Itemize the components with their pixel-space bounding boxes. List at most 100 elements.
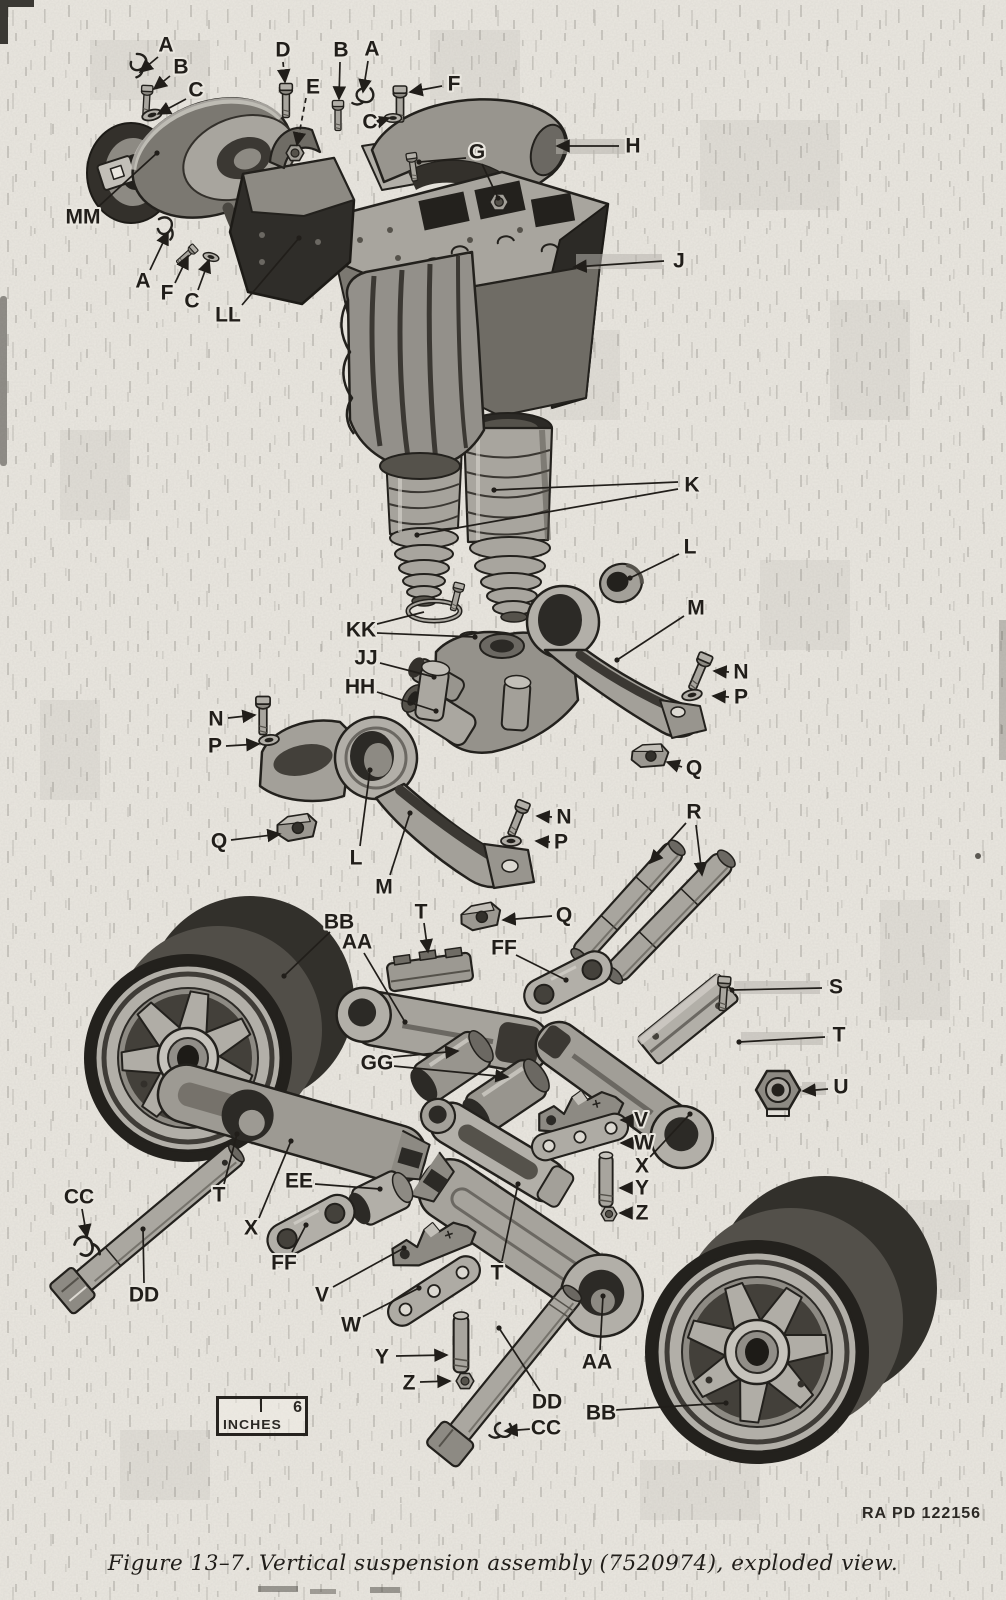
leader-line bbox=[197, 258, 211, 291]
leader-line bbox=[223, 1133, 238, 1185]
callout-n-23: N bbox=[712, 659, 751, 686]
leader-line bbox=[359, 769, 371, 847]
callout-label-dd-59: DD bbox=[532, 1391, 562, 1414]
turnbuckle-link bbox=[419, 1097, 575, 1208]
callout-g-9: G bbox=[416, 139, 501, 201]
callout-label-d-3: D bbox=[275, 39, 290, 62]
leader-line bbox=[419, 922, 433, 954]
leader-dot bbox=[414, 532, 420, 538]
leader-line bbox=[142, 1228, 145, 1284]
callout-jj-21: JJ bbox=[352, 645, 437, 680]
callout-f-7: F bbox=[408, 71, 463, 98]
callout-q-33: Q bbox=[501, 902, 574, 929]
scale-ruler: INCHES 6 bbox=[216, 1396, 308, 1436]
callout-l-18: L bbox=[627, 534, 699, 581]
callout-label-t-58: T bbox=[491, 1262, 504, 1285]
callout-aa-39: AA bbox=[340, 929, 408, 1025]
leader-line bbox=[276, 61, 291, 84]
leader-dot bbox=[687, 1111, 693, 1117]
callout-t-49: T bbox=[211, 1131, 240, 1209]
leader-dot bbox=[563, 977, 569, 983]
scale-tick bbox=[260, 1399, 263, 1412]
leader-dot bbox=[416, 159, 422, 165]
leader-line bbox=[408, 82, 443, 97]
callout-label-w-55: W bbox=[341, 1314, 361, 1337]
leader-dot bbox=[288, 1138, 294, 1144]
callout-m-29: M bbox=[373, 810, 413, 901]
callout-mm-11: MM bbox=[64, 150, 160, 231]
callout-a-12: A bbox=[133, 230, 169, 295]
callout-label-bb-38: BB bbox=[324, 911, 354, 934]
callout-label-a-0: A bbox=[158, 34, 173, 57]
leader-line bbox=[649, 1113, 691, 1158]
callout-s-35: S bbox=[729, 974, 845, 1001]
leader-line bbox=[389, 812, 411, 876]
callout-label-ff-41: FF bbox=[491, 937, 517, 960]
callout-label-t-49: T bbox=[213, 1184, 226, 1207]
callout-e-4: E bbox=[292, 74, 322, 147]
skid-plate bbox=[636, 973, 739, 1065]
leader-line bbox=[138, 56, 159, 74]
callout-bb-62: BB bbox=[584, 1400, 729, 1427]
callout-z-47: Z bbox=[618, 1200, 651, 1227]
callout-y-46: Y bbox=[618, 1175, 651, 1202]
leader-dot bbox=[402, 1019, 408, 1025]
leader-line bbox=[156, 98, 187, 115]
callout-v-43: V bbox=[619, 1107, 650, 1134]
callout-p-31: P bbox=[534, 829, 570, 856]
callout-v-54: V bbox=[313, 1245, 407, 1309]
leader-line bbox=[392, 1065, 510, 1083]
leader-line bbox=[731, 987, 823, 991]
callout-label-f-13: F bbox=[161, 282, 174, 305]
leader-line bbox=[283, 931, 331, 977]
leader-line bbox=[149, 230, 169, 271]
leader-dot bbox=[729, 987, 735, 993]
arm-top-bracket bbox=[386, 946, 474, 993]
callout-label-aa-61: AA bbox=[582, 1351, 612, 1374]
callout-label-b-1: B bbox=[173, 56, 188, 79]
leader-dot bbox=[367, 767, 373, 773]
leader-line bbox=[361, 1287, 420, 1318]
leader-line bbox=[493, 481, 679, 491]
leader-line bbox=[648, 822, 687, 865]
leader-line bbox=[97, 152, 158, 208]
callout-a-0: A bbox=[138, 32, 176, 74]
callout-label-ee-51: EE bbox=[285, 1170, 313, 1193]
leader-line bbox=[616, 615, 685, 661]
callout-label-q-33: Q bbox=[556, 904, 572, 927]
link-pin-upper bbox=[598, 1151, 614, 1208]
callout-label-c-14: C bbox=[184, 290, 199, 313]
callout-cc-48: CC bbox=[62, 1184, 96, 1239]
pin-nut-lower bbox=[455, 1372, 475, 1390]
callout-label-t-40: T bbox=[415, 901, 428, 924]
callout-q-27: Q bbox=[209, 828, 282, 855]
callout-label-p-31: P bbox=[554, 831, 568, 854]
callout-z-57: Z bbox=[401, 1370, 452, 1397]
callout-label-y-56: Y bbox=[375, 1346, 389, 1369]
leader-line bbox=[174, 254, 189, 284]
callout-label-c-2: C bbox=[188, 79, 203, 102]
callout-label-m-29: M bbox=[375, 876, 393, 899]
leader-line bbox=[498, 1327, 541, 1392]
leader-line bbox=[503, 1423, 532, 1437]
leader-dot bbox=[154, 150, 160, 156]
anchor-nut bbox=[754, 1069, 802, 1117]
wheel-axle-bottom bbox=[426, 1284, 583, 1468]
callout-label-m-19: M bbox=[687, 597, 705, 620]
callout-p-26: P bbox=[206, 733, 261, 760]
callout-label-ff-52: FF bbox=[271, 1252, 297, 1275]
leader-line bbox=[376, 611, 425, 625]
callout-label-l-28: L bbox=[350, 847, 363, 870]
callout-label-ll-15: LL bbox=[215, 304, 241, 327]
callout-label-mm-11: MM bbox=[66, 206, 101, 229]
callout-label-z-57: Z bbox=[403, 1372, 416, 1395]
callout-label-f-7: F bbox=[448, 73, 461, 96]
scale-label: INCHES bbox=[223, 1416, 282, 1432]
leader-dot bbox=[281, 973, 287, 979]
callout-label-y-46: Y bbox=[635, 1177, 649, 1200]
right-bogie-wheel bbox=[645, 1176, 937, 1464]
leader-line bbox=[693, 824, 708, 877]
callout-label-x-45: X bbox=[635, 1155, 649, 1178]
leader-line bbox=[572, 259, 665, 273]
